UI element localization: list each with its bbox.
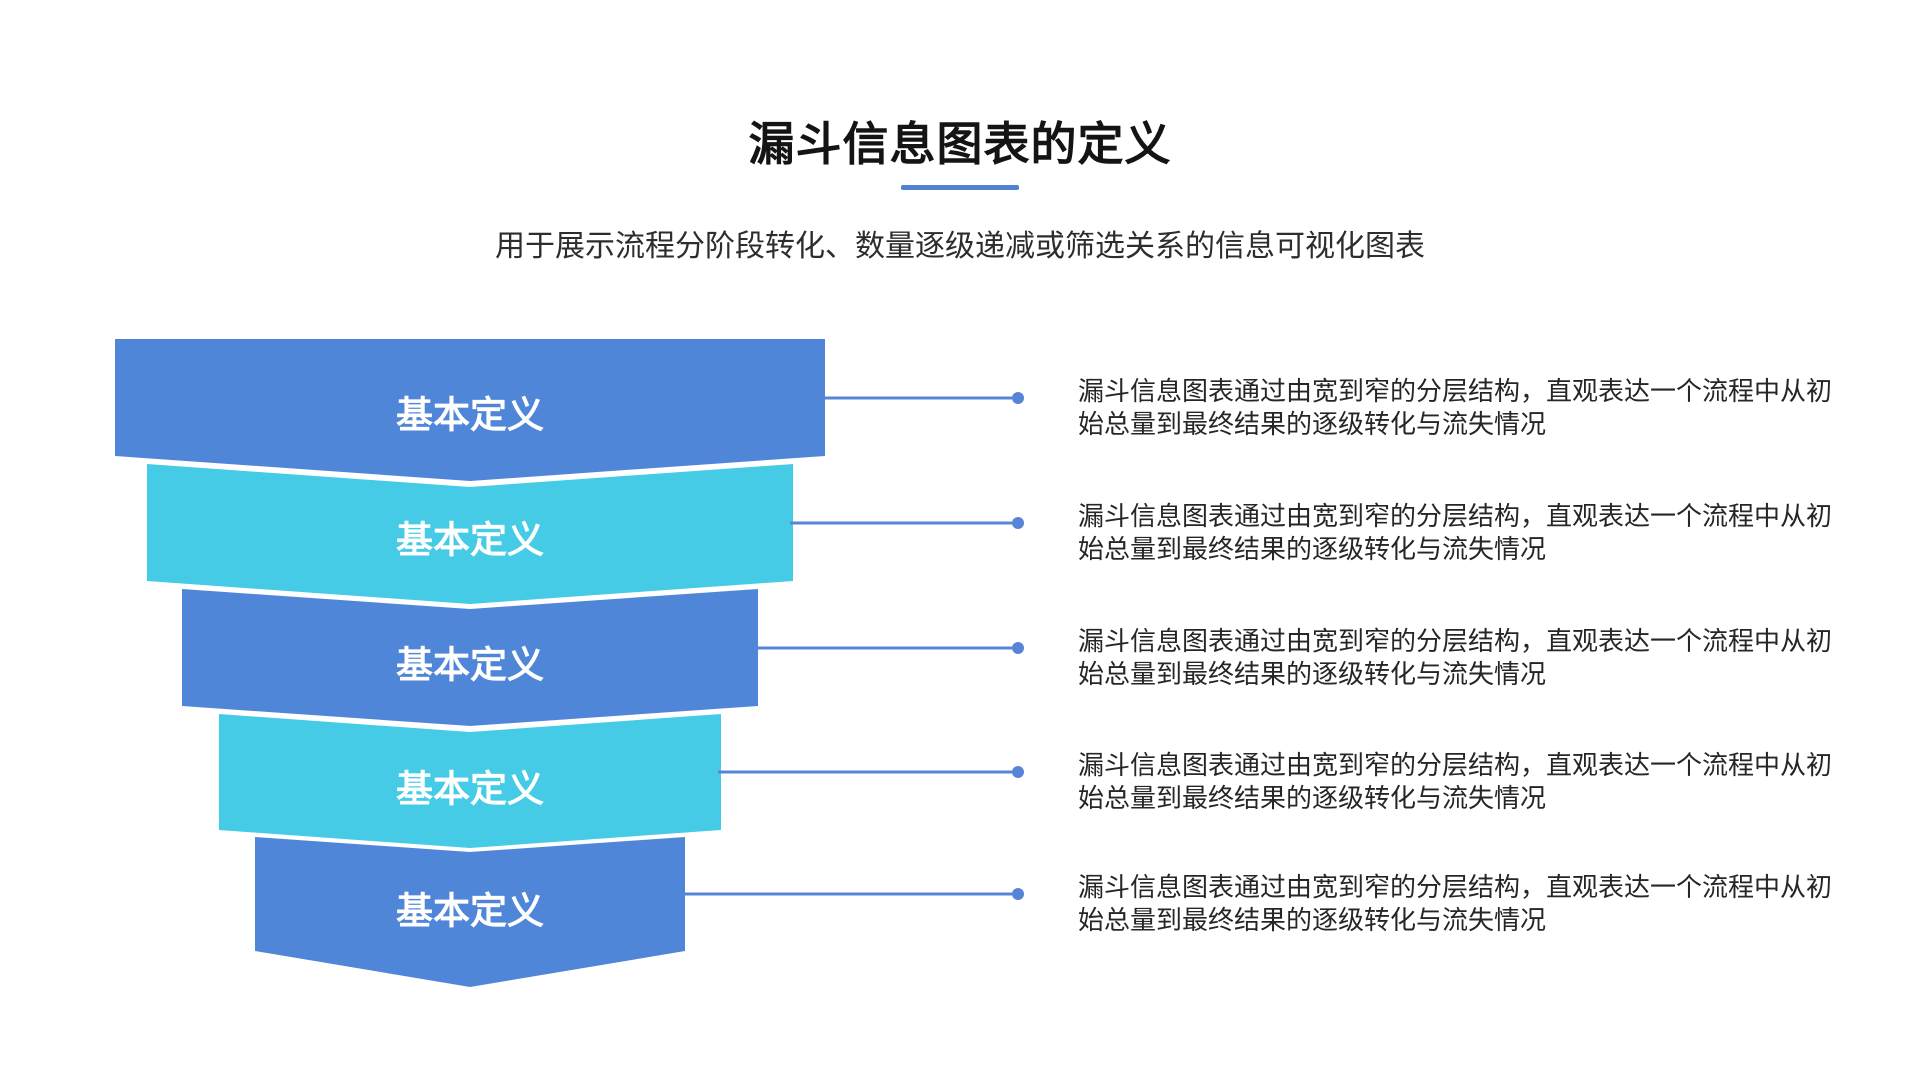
connector-dot — [1012, 888, 1024, 900]
page-subtitle: 用于展示流程分阶段转化、数量逐级递减或筛选关系的信息可视化图表 — [495, 230, 1425, 263]
funnel-layer-label: 基本定义 — [396, 395, 544, 436]
funnel-layer-shape — [147, 464, 793, 604]
description-line: 漏斗信息图表通过由宽到窄的分层结构，直观表达一个流程中从初 — [1078, 501, 1833, 531]
funnel-layer-label: 基本定义 — [396, 891, 544, 932]
funnel-layer-label: 基本定义 — [396, 769, 544, 810]
connector-dot — [1012, 766, 1024, 778]
description-line: 漏斗信息图表通过由宽到窄的分层结构，直观表达一个流程中从初 — [1078, 626, 1833, 656]
funnel-layer-shape — [255, 837, 685, 987]
description-line: 始总量到最终结果的逐级转化与流失情况 — [1078, 783, 1547, 813]
funnel-layer-label: 基本定义 — [396, 645, 544, 686]
description-block: 漏斗信息图表通过由宽到窄的分层结构，直观表达一个流程中从初始总量到最终结果的逐级… — [1078, 500, 1878, 566]
description-line: 始总量到最终结果的逐级转化与流失情况 — [1078, 534, 1547, 564]
funnel-layer-label: 基本定义 — [396, 520, 544, 561]
description-column: 漏斗信息图表通过由宽到窄的分层结构，直观表达一个流程中从初始总量到最终结果的逐级… — [1078, 0, 1878, 1080]
description-block: 漏斗信息图表通过由宽到窄的分层结构，直观表达一个流程中从初始总量到最终结果的逐级… — [1078, 871, 1878, 937]
funnel-layer-shape — [219, 714, 721, 848]
connector-dot — [1012, 642, 1024, 654]
description-line: 始总量到最终结果的逐级转化与流失情况 — [1078, 905, 1547, 935]
funnel-layer-shape — [115, 339, 825, 481]
connector-dot — [1012, 392, 1024, 404]
description-line: 漏斗信息图表通过由宽到窄的分层结构，直观表达一个流程中从初 — [1078, 750, 1833, 780]
page-title: 漏斗信息图表的定义 — [748, 118, 1172, 170]
connector-dot — [1012, 517, 1024, 529]
funnel-layer-shape — [182, 589, 758, 726]
description-block: 漏斗信息图表通过由宽到窄的分层结构，直观表达一个流程中从初始总量到最终结果的逐级… — [1078, 375, 1878, 441]
title-underline — [901, 185, 1019, 190]
description-line: 漏斗信息图表通过由宽到窄的分层结构，直观表达一个流程中从初 — [1078, 376, 1833, 406]
description-line: 始总量到最终结果的逐级转化与流失情况 — [1078, 659, 1547, 689]
description-line: 漏斗信息图表通过由宽到窄的分层结构，直观表达一个流程中从初 — [1078, 872, 1833, 902]
description-block: 漏斗信息图表通过由宽到窄的分层结构，直观表达一个流程中从初始总量到最终结果的逐级… — [1078, 625, 1878, 691]
description-line: 始总量到最终结果的逐级转化与流失情况 — [1078, 409, 1547, 439]
description-block: 漏斗信息图表通过由宽到窄的分层结构，直观表达一个流程中从初始总量到最终结果的逐级… — [1078, 749, 1878, 815]
